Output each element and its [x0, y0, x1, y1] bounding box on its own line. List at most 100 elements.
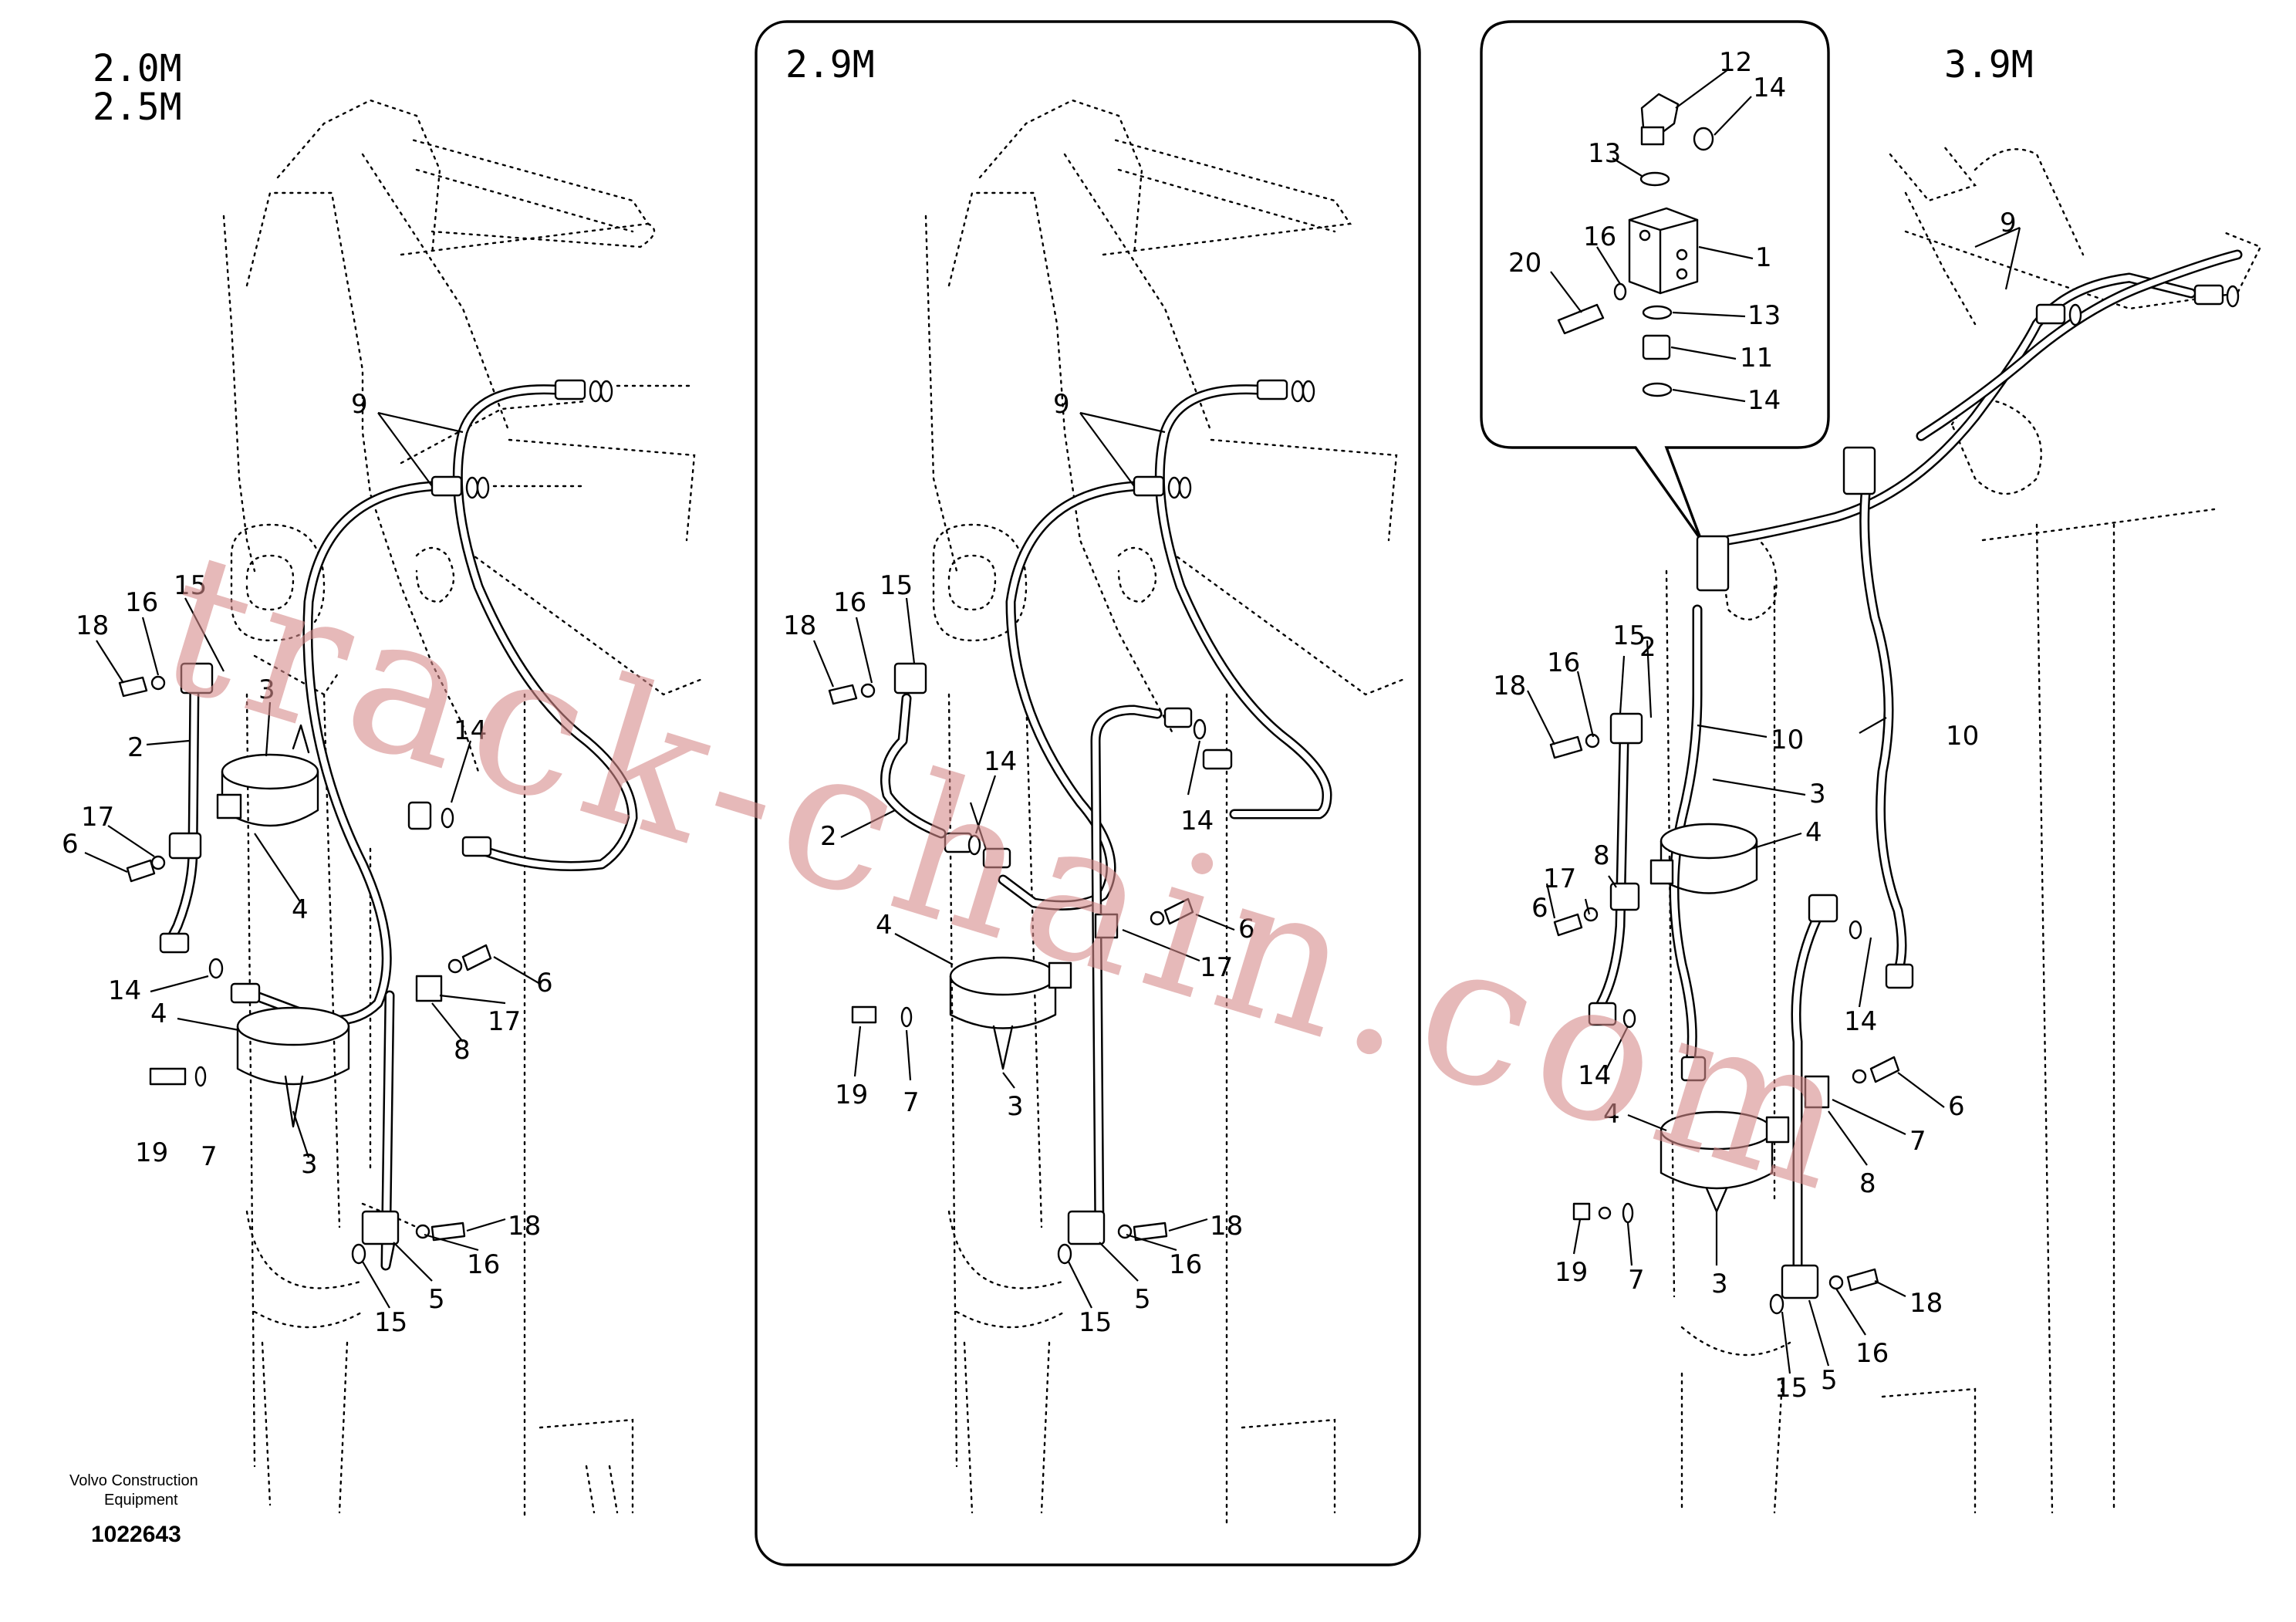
fittings-middle	[944, 379, 1315, 869]
callout: 2	[820, 821, 837, 852]
callout: 8	[1859, 1168, 1876, 1199]
boom-outline-right	[1665, 145, 2262, 1514]
callout: 6	[1531, 893, 1548, 924]
callout: 9	[2000, 208, 2017, 238]
callout: 14	[1578, 1060, 1611, 1091]
valve-block-installed	[1680, 284, 2240, 1082]
callout: 8	[454, 1035, 471, 1066]
callout: 7	[903, 1087, 920, 1118]
callout: 4	[150, 999, 167, 1029]
model-label-2-0m: 2.0M	[93, 47, 182, 90]
right-panel: 3.9M	[1493, 43, 2262, 1514]
callout: 5	[1134, 1284, 1151, 1315]
callout: 16	[833, 587, 866, 618]
callout: 1	[1755, 242, 1772, 273]
callout: 16	[1547, 647, 1580, 678]
leaders-inset	[1550, 69, 1754, 403]
callout: 15	[1612, 620, 1646, 651]
boom-outline	[222, 99, 704, 1522]
callout: 18	[1909, 1288, 1943, 1319]
callout: 12	[1719, 47, 1752, 78]
callout: 16	[1583, 221, 1616, 252]
callout: 19	[1555, 1257, 1588, 1288]
callouts-right: 12 14 13 16 1 20 13 11 14 9 2 15 18 16 1…	[1493, 47, 2017, 1404]
callout: 3	[1007, 1091, 1024, 1122]
callout: 18	[508, 1211, 541, 1242]
callout: 15	[174, 570, 207, 601]
callout: 9	[351, 389, 368, 420]
callout: 14	[1747, 385, 1781, 416]
clamps-right	[1649, 823, 1830, 1213]
callout: 15	[1079, 1307, 1112, 1338]
callout: 15	[880, 570, 913, 601]
callout: 3	[1711, 1269, 1728, 1299]
callout: 6	[1238, 914, 1255, 944]
callout: 18	[1210, 1211, 1243, 1242]
leaders-middle	[812, 411, 1235, 1309]
fittings-left	[208, 379, 696, 1004]
callout: 18	[1493, 671, 1526, 701]
callout: 15	[374, 1307, 407, 1338]
callout: 14	[984, 746, 1017, 777]
callout: 19	[135, 1137, 168, 1168]
callout: 8	[1593, 840, 1610, 871]
bracket-2-right	[1588, 712, 1862, 1315]
brand-line-1: Volvo Construction	[69, 1472, 198, 1489]
brand-line-2: Equipment	[104, 1492, 178, 1509]
callout: 19	[835, 1080, 868, 1110]
bolts-middle	[828, 683, 1194, 1265]
model-label-2-5m: 2.5M	[93, 86, 182, 129]
hose-pair-9-middle	[998, 384, 1332, 1240]
callout: 9	[1053, 389, 1070, 420]
middle-panel: 2.9M	[783, 43, 1406, 1529]
callout: 15	[1774, 1373, 1808, 1404]
callout: 20	[1508, 248, 1541, 279]
callout: 7	[201, 1141, 218, 1172]
callout: 17	[81, 802, 114, 833]
callout: 18	[783, 610, 816, 641]
callout: 7	[1628, 1265, 1645, 1296]
callout: 16	[1855, 1338, 1889, 1369]
callout: 3	[1809, 779, 1826, 809]
callout: 6	[1948, 1091, 1965, 1122]
callout: 17	[488, 1006, 521, 1037]
model-label-3-9m: 3.9M	[1944, 43, 2034, 86]
callout: 5	[428, 1284, 445, 1315]
clamp-4-middle	[949, 956, 1072, 1070]
callouts-left: 9 18 16 15 3 2 17 6 4 14 14 4 19 7 3 6 1…	[62, 389, 553, 1338]
callout: 10	[1771, 725, 1804, 755]
drawing-number: 1022643	[91, 1522, 181, 1547]
callout: 3	[301, 1149, 318, 1180]
callout: 4	[1603, 1099, 1620, 1130]
callout: 2	[127, 732, 144, 763]
callout: 6	[62, 829, 79, 860]
callout: 11	[1740, 343, 1773, 373]
callout: 3	[258, 674, 275, 705]
callout: 4	[1805, 817, 1822, 848]
callout: 16	[1169, 1249, 1202, 1280]
callout: 13	[1588, 138, 1621, 169]
model-label-2-9m: 2.9M	[785, 43, 875, 86]
callout: 6	[536, 968, 553, 999]
detail-inset-frame	[1480, 20, 1830, 541]
callout: 5	[1821, 1365, 1838, 1396]
hose-pair-9-right	[1669, 249, 2243, 1070]
left-panel: 2.0M 2.5M	[62, 47, 704, 1547]
callout: 14	[1844, 1006, 1877, 1037]
callouts-middle: 9 18 16 15 14 2 14 4 6 17 19 7 3 18 16 5…	[783, 389, 1255, 1338]
callout: 17	[1543, 863, 1576, 894]
bracket-2-left	[159, 662, 214, 954]
bolts-right	[1549, 733, 1900, 1292]
callout: 16	[125, 587, 158, 618]
callout: 14	[108, 975, 141, 1006]
valve-block-detail	[1557, 93, 1714, 397]
leaders-right	[1527, 226, 2021, 1374]
callout: 4	[876, 910, 893, 941]
boom-outline-middle	[924, 99, 1406, 1529]
callout: 7	[1909, 1126, 1926, 1157]
callout: 4	[292, 894, 309, 925]
callout: 17	[1200, 952, 1233, 983]
bracket-2-middle	[880, 662, 947, 839]
middle-panel-frame	[755, 20, 1421, 1566]
